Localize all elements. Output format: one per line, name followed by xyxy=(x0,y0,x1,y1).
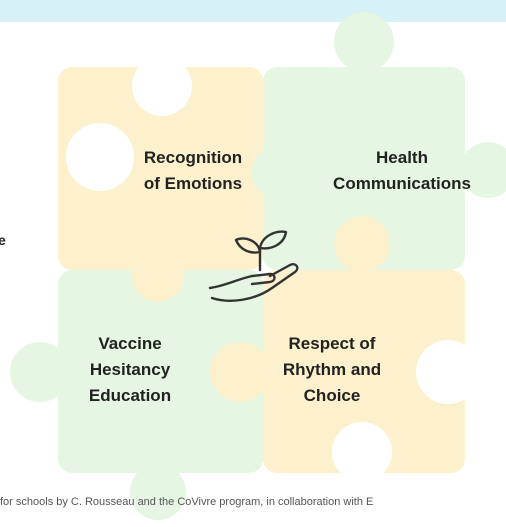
cropped-text-fragment: e xyxy=(0,232,6,248)
label-respect-of-rhythm-and-choice: Respect of Rhythm and Choice xyxy=(262,331,402,409)
label-line: Recognition xyxy=(143,148,243,167)
label-line: Vaccine xyxy=(98,334,162,353)
label-line: of Emotions xyxy=(143,174,243,193)
puzzle-piece-top-left xyxy=(58,56,263,270)
label-vaccine-hesitancy-education: Vaccine Hesitancy Education xyxy=(60,331,200,409)
label-line: Choice xyxy=(303,386,361,405)
label-line: Rhythm and xyxy=(282,360,382,379)
label-line: Education xyxy=(88,386,172,405)
label-health-communications: Health Communications xyxy=(317,145,487,197)
puzzle-piece-bottom-right xyxy=(210,216,480,482)
label-line: Hesitancy xyxy=(89,360,171,379)
seedling-in-hand-icon xyxy=(208,230,299,302)
source-caption: for schools by C. Rousseau and the CoViv… xyxy=(0,496,374,508)
label-line: Health xyxy=(376,148,428,167)
puzzle-piece-bottom-left xyxy=(10,270,263,520)
label-recognition-of-emotions: Recognition of Emotions xyxy=(118,145,268,197)
label-line: Respect of xyxy=(288,334,376,353)
label-line: Communications xyxy=(333,174,471,193)
puzzle-piece-top-right xyxy=(252,12,506,270)
